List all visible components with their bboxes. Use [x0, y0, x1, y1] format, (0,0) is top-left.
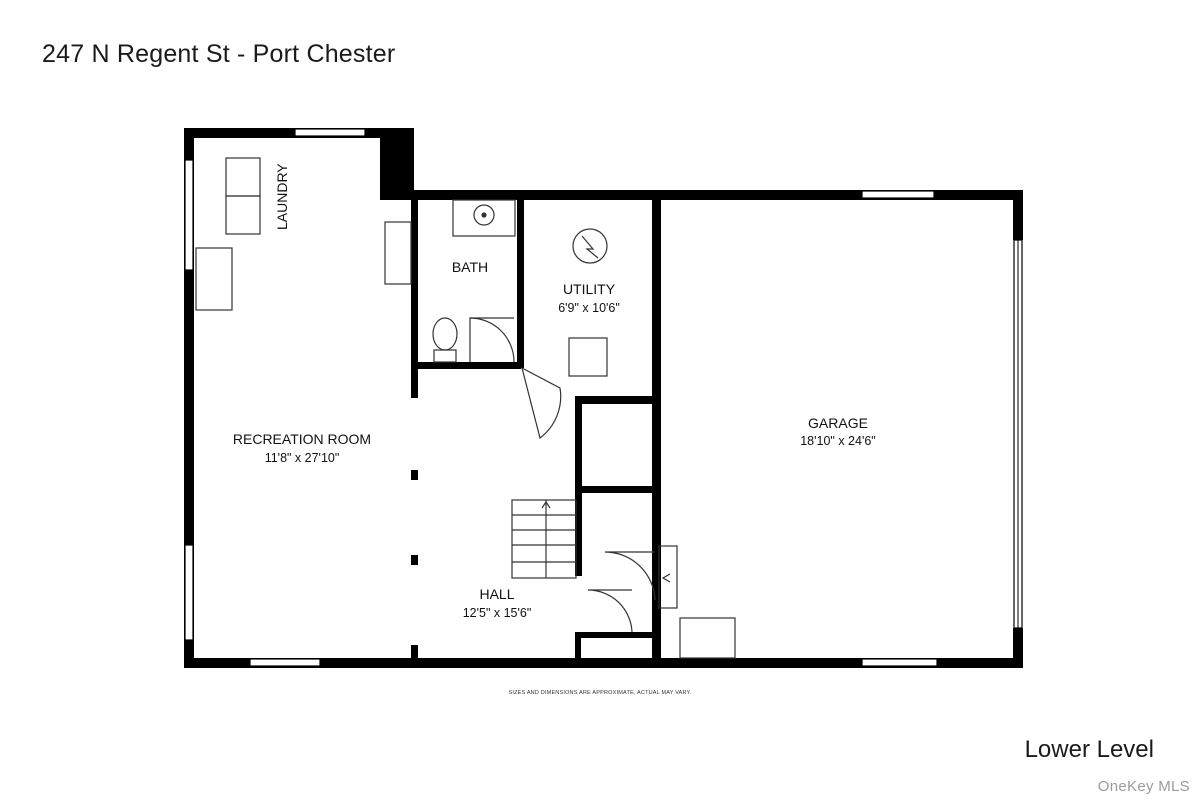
wall-utility-bottom: [575, 396, 655, 404]
garage-shelf-icon: [679, 617, 736, 659]
wall-closet-left: [575, 396, 582, 491]
wall-top-right: [380, 190, 1023, 200]
window-top-garage: [861, 190, 935, 199]
arrow-left-icon: [661, 573, 671, 583]
window-bottom-garage: [861, 658, 938, 667]
recreation-room-label: RECREATION ROOM: [233, 431, 371, 447]
water-heater-icon: [572, 228, 608, 264]
lightning-icon: [581, 235, 599, 259]
cabinet-left: [195, 247, 233, 311]
wall-rec-bath: [411, 198, 418, 368]
wall-rec-hall-2: [411, 470, 418, 480]
staircase-icon: [511, 499, 577, 579]
utility-label: UTILITY: [563, 281, 616, 297]
closet-door-swing-1: [604, 551, 656, 601]
dimensions-disclaimer: SIZES AND DIMENSIONS ARE APPROXIMATE, AC…: [508, 690, 692, 696]
cabinet-right: [384, 221, 412, 285]
wall-rec-hall-4: [411, 645, 418, 665]
wall-utility-garage: [652, 198, 661, 663]
windows: [184, 128, 1023, 667]
sink-icon: [452, 199, 516, 237]
bath-label: BATH: [452, 259, 488, 275]
garage-step-icon: [658, 545, 678, 609]
wall-rec-hall-3: [411, 555, 418, 565]
room-labels: LAUNDRY BATH UTILITY 6'9" x 10'6" GARAGE…: [233, 163, 876, 620]
wall-chimney: [380, 128, 414, 198]
wall-small-closet-left: [575, 632, 581, 662]
utility-dims: 6'9" x 10'6": [558, 301, 620, 315]
washer-icon: [225, 157, 261, 197]
wall-small-closet-top: [575, 632, 655, 638]
wall-rec-hall-1: [411, 368, 418, 398]
furnace-icon: [568, 337, 608, 377]
wall-closet-top: [575, 486, 655, 493]
laundry-label: LAUNDRY: [274, 163, 290, 230]
recreation-room-dims: 11'8" x 27'10": [265, 451, 340, 465]
toilet-tank-icon: [433, 349, 457, 363]
wall-right-bottom: [1013, 628, 1023, 668]
walls: [184, 128, 1023, 668]
wall-bath-utility: [517, 198, 524, 368]
wall-left: [184, 128, 194, 668]
hall-dims: 12'5" x 15'6": [463, 606, 532, 620]
level-label: Lower Level: [1024, 736, 1154, 763]
wall-stair-closet: [575, 486, 582, 576]
window-bottom-rec: [249, 658, 321, 667]
garage-label: GARAGE: [808, 415, 868, 431]
window-left-bottom: [184, 544, 194, 641]
wall-bottom: [184, 658, 1023, 668]
wall-bath-bottom: [411, 362, 521, 369]
property-address-title: 247 N Regent St - Port Chester: [42, 40, 396, 68]
bath-door-swing: [469, 317, 515, 363]
window-top-laundry: [294, 128, 366, 137]
wall-right-top: [1013, 190, 1023, 240]
window-left-top: [184, 159, 194, 271]
garage-dims: 18'10" x 24'6": [800, 434, 876, 448]
mls-watermark: OneKey MLS: [1097, 778, 1190, 795]
sink-bowl-icon: [473, 204, 495, 226]
toilet-bowl-icon: [432, 317, 458, 351]
dryer-icon: [225, 195, 261, 235]
hall-label: HALL: [479, 586, 514, 602]
utility-door-swing: [521, 366, 562, 440]
sink-drain-icon: [481, 212, 487, 218]
closet-door-swing-2: [587, 589, 633, 633]
fixtures: [195, 157, 736, 659]
